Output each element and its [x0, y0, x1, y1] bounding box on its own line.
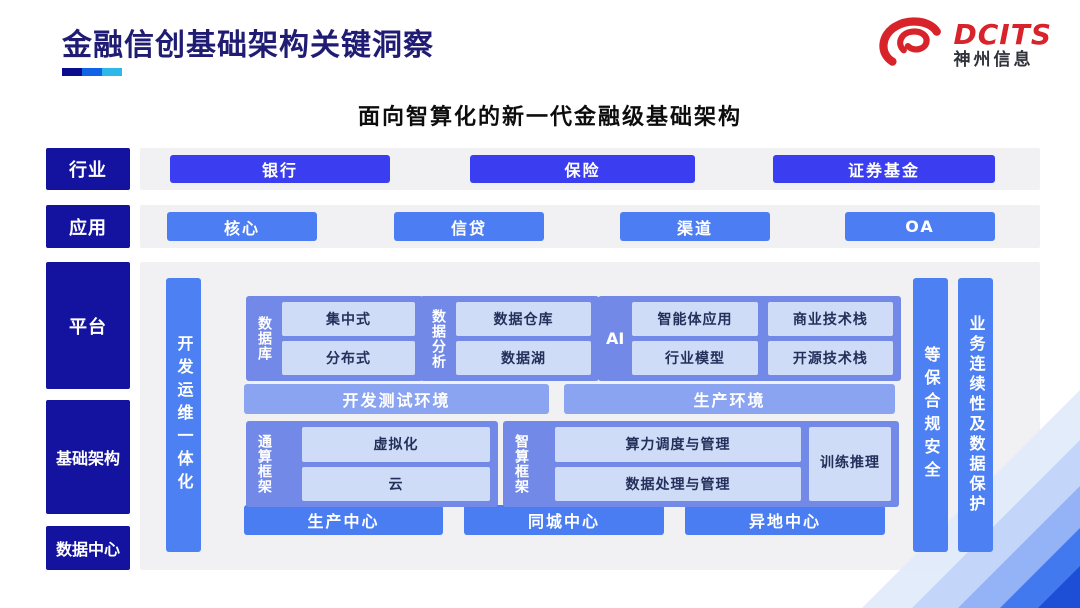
ai-compute-group: 智算框架 算力调度与管理 数据处理与管理 训练推理: [503, 421, 899, 507]
underline-segment-dark: [62, 68, 82, 76]
diagram-subtitle: 面向智算化的新一代金融级基础架构: [357, 105, 742, 130]
general-compute-group-label: 通算框架: [256, 434, 272, 494]
layer-label-infrastructure: 基础架构: [46, 400, 130, 514]
database-item-centralized: 集中式: [282, 302, 415, 336]
industry-box-bank: 银行: [170, 155, 390, 183]
layer-label-industry: 行业: [46, 148, 130, 190]
layer-label-platform: 平台: [46, 262, 130, 389]
general-compute-item-cloud: 云: [302, 466, 490, 501]
title-underline: [62, 68, 122, 76]
ai-group: AI 智能体应用 商业技术栈 行业模型 开源技术栈: [598, 296, 901, 381]
ai-group-label: AI: [606, 329, 625, 348]
center-box-samecity: 同城中心: [464, 505, 664, 535]
logo-company-text: 神州信息: [953, 50, 1034, 71]
ai-compute-group-label: 智算框架: [513, 434, 529, 494]
general-compute-group: 通算框架 虚拟化 云: [246, 421, 498, 507]
industry-box-securities: 证券基金: [773, 155, 995, 183]
devops-vertical-bar: 开发运维一体化: [166, 278, 201, 552]
ai-compute-item-training-inference: 训练推理: [809, 427, 891, 501]
ai-item-industry-model: 行业模型: [632, 341, 758, 375]
analytics-group-label: 数据分析: [430, 308, 446, 369]
analytics-item-lake: 数据湖: [456, 341, 591, 375]
ai-compute-item-scheduling: 算力调度与管理: [555, 427, 801, 462]
ai-item-opensource-stack: 开源技术栈: [767, 341, 893, 375]
ai-item-commercial-stack: 商业技术栈: [767, 302, 893, 336]
logo-brand-text: DCITS: [953, 17, 1052, 51]
industry-box-insurance: 保险: [470, 155, 695, 183]
logo-swirl-icon: [878, 16, 944, 74]
analytics-item-warehouse: 数据仓库: [456, 302, 591, 336]
database-group: 数据库 集中式 分布式: [246, 296, 423, 381]
page-title: 金融信创基础架构关键洞察: [62, 28, 434, 63]
continuity-vertical-bar: 业务连续性及数据保护: [958, 278, 993, 552]
underline-segment-cyan: [102, 68, 122, 76]
center-box-production: 生产中心: [244, 505, 443, 535]
application-box-channel: 渠道: [620, 212, 770, 241]
layer-label-datacenter: 数据中心: [46, 526, 130, 570]
application-box-credit: 信贷: [394, 212, 544, 241]
center-box-remote: 异地中心: [685, 505, 885, 535]
application-box-oa: OA: [845, 212, 995, 241]
general-compute-item-virtualization: 虚拟化: [302, 427, 490, 462]
devtest-environment-bar: 开发测试环境: [244, 384, 549, 414]
security-vertical-bar: 等保合规安全: [913, 278, 948, 552]
application-box-core: 核心: [167, 212, 317, 241]
production-environment-bar: 生产环境: [564, 384, 895, 414]
database-group-label: 数据库: [256, 316, 272, 361]
underline-segment-blue: [82, 68, 102, 76]
ai-compute-item-dataprocessing: 数据处理与管理: [555, 466, 801, 501]
layer-label-application: 应用: [46, 205, 130, 248]
company-logo: DCITS 神州信息: [878, 16, 1052, 74]
ai-item-agent-app: 智能体应用: [632, 302, 758, 336]
analytics-group: 数据分析 数据仓库 数据湖: [420, 296, 599, 381]
database-item-distributed: 分布式: [282, 341, 415, 375]
